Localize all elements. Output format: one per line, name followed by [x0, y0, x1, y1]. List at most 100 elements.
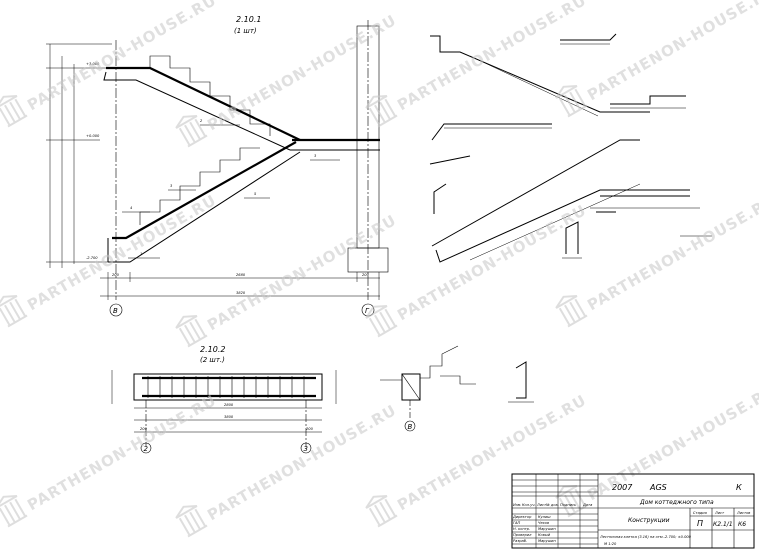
column-logo-icon	[0, 494, 28, 528]
axis-label-b: В	[408, 423, 413, 431]
callout-text-1: 2	[200, 119, 203, 123]
tb-drawing: Лестничная клетка (3.16) на отм.-2.700; …	[599, 535, 692, 539]
tb-role-0: Директор	[512, 515, 532, 519]
slab-plan-outline	[133, 373, 323, 401]
rebar-sketch-4	[431, 123, 552, 141]
rebar-sketch-1-dim	[469, 55, 599, 117]
tb-headers: Изм. Кол.уч. Лист № док. Подпись Дата	[513, 503, 592, 507]
callout-text-5: 1	[140, 252, 142, 256]
column-logo-icon	[555, 84, 588, 118]
view2-mark: 2.10.2	[200, 345, 225, 354]
tb-header-2: Лист	[536, 503, 547, 507]
tb-stage: П	[697, 519, 703, 528]
rebar-sketch-3	[610, 95, 686, 105]
column-logo-icon	[555, 484, 588, 518]
rebar-sketch-6	[435, 189, 690, 263]
axis-bubble-v	[109, 303, 123, 317]
tb-role-1: ГАП	[513, 521, 520, 525]
column-logo-icon	[175, 504, 208, 538]
upper-flight-steps	[149, 55, 271, 136]
watermark-stamp: PARTHENON-HOUSE.RU	[555, 191, 759, 328]
watermark-text: PARTHENON-HOUSE.RU	[24, 391, 219, 514]
tb-year: 2007	[612, 483, 633, 492]
tb-org: AGS	[649, 483, 667, 492]
tb-scale: М 1:20	[604, 542, 617, 546]
end-detail-bar	[515, 361, 527, 399]
tb-sheets: К6	[738, 521, 746, 528]
callout-text-6: 4	[130, 206, 133, 210]
bottom-dim-1: 200	[112, 273, 120, 277]
tb-stage-label: Стадия	[693, 511, 708, 515]
tb-name-2: Марушин	[538, 527, 556, 531]
lower-flight-steps	[139, 147, 260, 225]
axis-bubble-3	[300, 442, 312, 454]
axis-label-2: 2	[144, 445, 149, 453]
view2-qty: (2 шт.)	[200, 356, 225, 364]
tb-header-3: № док.	[545, 503, 559, 507]
lower-flight-soffit	[108, 151, 301, 263]
watermark-text: PARTHENON-HOUSE.RU	[24, 0, 219, 114]
tb-header-4: Подпись	[560, 503, 576, 507]
stair-section-view: 2.10.1 (1 шт) 2 3 5 3 1 4	[46, 15, 389, 317]
slab-dim-3: 200	[140, 427, 148, 431]
watermark-text: PARTHENON-HOUSE.RU	[584, 191, 759, 314]
tb-name-4: Марушин	[538, 539, 556, 543]
column-logo-icon	[0, 294, 28, 328]
watermark-text: PARTHENON-HOUSE.RU	[584, 381, 759, 504]
watermark-layer: PARTHENON-HOUSE.RUPARTHENON-HOUSE.RUPART…	[0, 0, 759, 538]
axis-bubble-2	[140, 442, 152, 454]
title-block: Изм. Кол.уч. Лист № док. Подпись Дата Ди…	[511, 473, 755, 549]
tb-role-4: Разраб.	[513, 539, 527, 543]
slab-stirrups	[147, 376, 305, 398]
tb-name-1: Чехов	[538, 521, 549, 525]
tb-role-2: Н. контр.	[513, 527, 530, 531]
axis-label-g: Г	[365, 307, 370, 315]
callout-text-4: 3	[314, 154, 317, 158]
callout-text-3: 5	[254, 192, 257, 196]
bottom-dim-3: 200	[362, 273, 370, 277]
tb-section: Конструкции	[628, 517, 670, 524]
upper-flight-rebar	[106, 66, 301, 141]
tb-header-1: Кол.уч.	[522, 503, 536, 507]
tb-name-0: Кулиш	[538, 515, 551, 519]
watermark-text: PARTHENON-HOUSE.RU	[394, 0, 589, 114]
level-mark-2: +0.000	[86, 134, 100, 138]
tb-header-5: Дата	[582, 503, 592, 507]
view1-mark: 2.10.1	[236, 15, 261, 24]
slab-section-cut	[401, 373, 421, 401]
tb-roles: Директор ГАП Н. контр. Проверил Разраб. …	[512, 515, 556, 543]
watermark-stamp: PARTHENON-HOUSE.RU	[365, 201, 590, 338]
tb-mark-k: К	[736, 483, 742, 492]
title-block-frame	[511, 473, 755, 549]
lower-flight-rebar	[112, 141, 297, 240]
slab-dim-2: 3800	[224, 415, 234, 419]
watermark-stamp: PARTHENON-HOUSE.RU	[175, 11, 400, 148]
axis-bubble-b	[404, 420, 416, 432]
stair-fragment-2	[440, 375, 476, 385]
slab-dim-1: 2800	[224, 403, 234, 407]
tb-name-3: Ковый	[538, 533, 551, 537]
tb-sheets-label: Листов	[736, 511, 750, 515]
watermark-stamp: PARTHENON-HOUSE.RU	[365, 0, 590, 128]
column-logo-icon	[365, 494, 398, 528]
tb-sheet: К2.1/1	[713, 521, 733, 528]
rebar-sketch-5	[429, 155, 471, 165]
bottom-dim-total-text: 3820	[236, 291, 246, 295]
column-logo-icon	[365, 304, 398, 338]
watermark-text: PARTHENON-HOUSE.RU	[584, 0, 759, 104]
level-mark-3: -2.700	[86, 256, 98, 260]
watermark-stamp: PARTHENON-HOUSE.RU	[555, 0, 759, 118]
tb-header-0: Изм.	[513, 503, 521, 507]
level-mark-1: +3.000	[86, 62, 100, 66]
rebar-sketch-2	[560, 33, 617, 41]
column-logo-icon	[365, 94, 398, 128]
slab-section-hatch	[401, 373, 421, 401]
axis-label-3: 3	[304, 445, 308, 453]
rebar-sketch-8	[433, 183, 447, 214]
view1-qty: (1 шт)	[234, 27, 257, 35]
column-logo-icon	[0, 94, 28, 128]
rebar-sketch-1	[430, 35, 650, 113]
rebar-sketch-6-dim	[469, 183, 641, 261]
